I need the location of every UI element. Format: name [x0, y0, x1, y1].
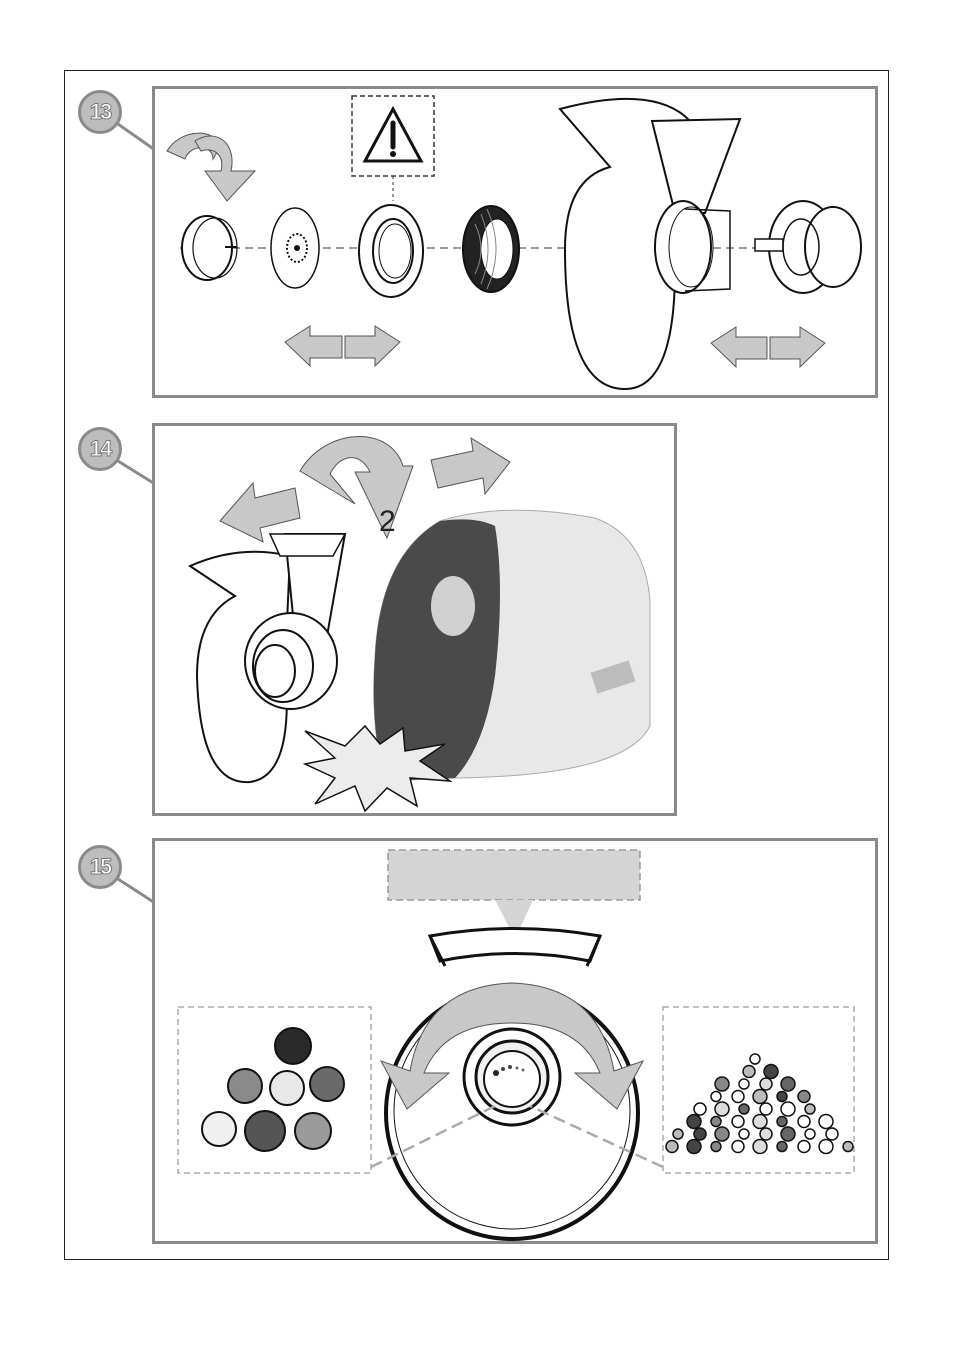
warning-icon	[352, 96, 434, 201]
mince-dot	[843, 1142, 853, 1152]
double-arrow-icon	[711, 327, 825, 367]
cutting-ring-part	[359, 205, 423, 297]
mince-dot	[715, 1127, 729, 1141]
mince-dot	[826, 1128, 838, 1140]
double-arrow-icon	[285, 326, 400, 366]
perforated-disc-part	[271, 208, 319, 288]
mince-dot	[739, 1129, 749, 1139]
mince-dot	[798, 1091, 810, 1103]
mince-dot	[764, 1065, 778, 1079]
screw-ring-part	[182, 216, 237, 280]
mince-dot	[687, 1140, 701, 1154]
mince-dot	[760, 1128, 772, 1140]
coarse-mince-icon	[202, 1028, 344, 1151]
motor-coupling-part	[755, 201, 861, 293]
mince-dot	[781, 1077, 795, 1091]
panel-step-15	[152, 838, 878, 1244]
step-badge-13: 13	[78, 90, 122, 134]
mince-dot	[711, 1092, 721, 1102]
mince-dot	[760, 1103, 772, 1115]
mince-dot	[777, 1117, 787, 1127]
mince-dot	[694, 1103, 706, 1115]
mince-dot	[781, 1127, 795, 1141]
mince-dot	[819, 1140, 833, 1154]
mince-dot	[711, 1142, 721, 1152]
mince-dot	[687, 1115, 701, 1129]
step-number: 15	[90, 854, 110, 880]
mince-dot	[673, 1129, 683, 1139]
mince-dot	[777, 1092, 787, 1102]
mince-dot	[760, 1078, 772, 1090]
fine-mince-icon	[666, 1054, 853, 1154]
mince-dot	[753, 1115, 767, 1129]
mince-dot	[819, 1115, 833, 1129]
rotation-step-number: 2	[379, 505, 396, 538]
grating-drum-part	[463, 206, 519, 292]
mince-dot	[753, 1140, 767, 1154]
mince-dot	[732, 1141, 744, 1153]
step-number: 13	[90, 99, 110, 125]
mince-dot	[739, 1079, 749, 1089]
step-badge-14: 14	[78, 427, 122, 471]
mince-dot	[805, 1129, 815, 1139]
mince-dot	[798, 1141, 810, 1153]
mince-dot	[711, 1117, 721, 1127]
mince-dot	[753, 1090, 767, 1104]
step-badge-15: 15	[78, 845, 122, 889]
mince-dot	[739, 1104, 749, 1114]
mince-dot	[750, 1054, 760, 1064]
grinder-body	[374, 510, 650, 781]
step-number: 14	[90, 436, 110, 462]
panel-step-14: 2	[152, 423, 677, 816]
mince-dot	[743, 1066, 755, 1078]
mince-dot	[781, 1102, 795, 1116]
right-arrow-icon	[431, 438, 510, 494]
rotate-arrow-icon: 2	[300, 437, 413, 538]
label-placeholder-box	[388, 850, 640, 939]
mince-dot	[798, 1116, 810, 1128]
mince-dot	[666, 1141, 678, 1153]
mince-dot	[715, 1102, 729, 1116]
panel-step-13	[152, 86, 878, 398]
mince-dot	[805, 1104, 815, 1114]
rotate-arrow-icon	[167, 133, 255, 201]
mince-dot	[777, 1142, 787, 1152]
mince-dot	[694, 1128, 706, 1140]
mince-dot	[715, 1077, 729, 1091]
mince-dot	[732, 1116, 744, 1128]
mince-dot	[732, 1091, 744, 1103]
